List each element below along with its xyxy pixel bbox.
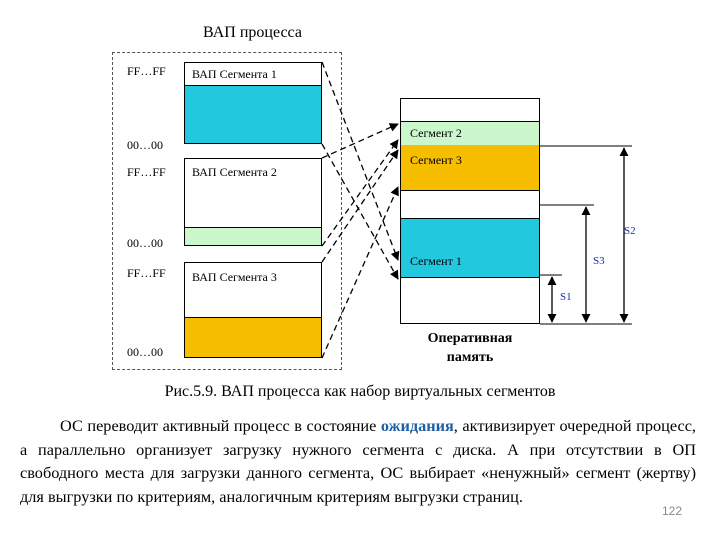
segment-3-label: ВАП Сегмента 3 (192, 270, 277, 284)
memory-block-segment-3-label: Сегмент 3 (410, 153, 462, 167)
arrow-seg3-top (321, 149, 399, 263)
memory-block-segment-2-label: Сегмент 2 (410, 126, 462, 140)
physical-memory: Сегмент 2 Сегмент 3 Сегмент 1 (400, 98, 540, 324)
seg1-bottom-address: 00…00 (127, 138, 163, 152)
paragraph-text-end: , активизирует очередной процесс, а пара… (20, 416, 696, 506)
memory-title-line1: Оперативная (427, 331, 513, 346)
segment-1-fill (185, 85, 321, 143)
seg2-top-address: FF…FF (127, 165, 166, 179)
size-label-s1: S1 (560, 291, 572, 303)
memory-block-segment-1-label: Сегмент 1 (410, 254, 462, 268)
seg3-bottom-address: 00…00 (127, 345, 163, 359)
seg1-top-address: FF…FF (127, 64, 166, 78)
arrow-seg1-top (321, 61, 400, 261)
seg3-top-address: FF…FF (127, 266, 166, 280)
segment-1-vas: ВАП Сегмента 1 (184, 62, 322, 144)
memory-title: Оперативная память (402, 329, 538, 367)
size-label-s3: S3 (593, 255, 605, 267)
arrow-seg2-bottom (321, 139, 399, 247)
segment-2-label: ВАП Сегмента 2 (192, 165, 277, 179)
segment-2-fill (185, 227, 321, 245)
body-paragraph: ОС переводит активный процесс в состояни… (20, 414, 696, 508)
seg2-bottom-address: 00…00 (127, 236, 163, 250)
segment-1-label: ВАП Сегмента 1 (192, 67, 277, 81)
arrow-seg1-bottom (321, 143, 399, 280)
page-number: 122 (661, 504, 682, 518)
paragraph-text-start: ОС переводит активный процесс в состояни… (60, 416, 381, 435)
memory-title-line2: память (446, 350, 494, 365)
process-vas-box (112, 52, 342, 370)
memory-block-segment-1: Сегмент 1 (401, 218, 539, 278)
figure-caption: Рис.5.9. ВАП процесса как набор виртуаль… (164, 383, 556, 400)
highlighted-term: ожидания (380, 416, 454, 435)
segment-3-vas: ВАП Сегмента 3 (184, 262, 322, 358)
arrow-seg3-bottom (321, 186, 399, 359)
diagram-title: ВАП процесса (203, 24, 302, 41)
size-label-s2: S2 (624, 225, 636, 237)
arrow-seg2-top (321, 123, 399, 159)
segment-2-vas: ВАП Сегмента 2 (184, 158, 322, 246)
segment-3-fill (185, 317, 321, 357)
memory-block-segment-3: Сегмент 3 (401, 145, 539, 191)
